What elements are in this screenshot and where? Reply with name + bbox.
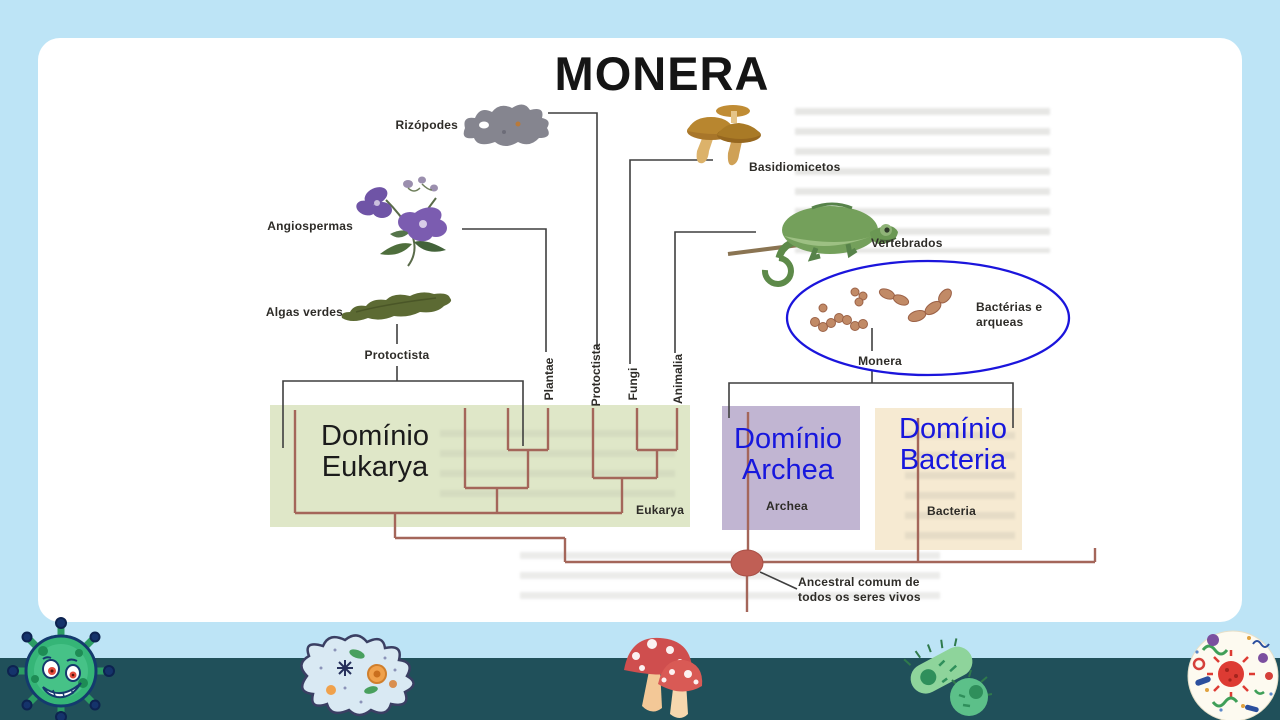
overlay-eukarya-line2: Eukarya: [321, 451, 429, 483]
overlay-bacteria-line2: Bacteria: [899, 444, 1007, 476]
chameleon-illustration: [727, 202, 898, 287]
virus-icon: [7, 617, 115, 720]
label-bacterias-line1: Bactérias e: [976, 300, 1043, 314]
label-protoctista-column: Protoctista: [589, 343, 603, 407]
overlay-archea-line2: Archea: [742, 454, 834, 486]
amoeba-icon: [300, 634, 415, 717]
green-alga-illustration: [341, 292, 452, 321]
basidiomycete-mushrooms-illustration: [687, 105, 761, 166]
overlay-eukarya-line1: Domínio: [321, 420, 429, 452]
label-ancestral: Ancestral comum de todos os seres vivos: [798, 575, 921, 605]
slide-title: MONERA: [554, 47, 770, 100]
scan-artifact: [440, 430, 675, 500]
label-vertebrados: Vertebrados: [871, 236, 943, 250]
overlay-dominio-bacteria: Domínio Bacteria: [853, 414, 1053, 476]
label-angiospermas: Angiospermas: [267, 219, 353, 233]
label-monera: Monera: [858, 354, 902, 368]
bacteria-cells-illustration: [810, 287, 952, 332]
mushrooms-icon: [624, 637, 703, 718]
label-animalia: Animalia: [671, 353, 685, 405]
overlay-dominio-eukarya: Domínio Eukarya: [275, 421, 475, 483]
angiosperm-flower-illustration: [356, 176, 447, 267]
label-ancestral-line2: todos os seres vivos: [798, 590, 921, 604]
slide-card: [38, 38, 1242, 622]
label-bacteria-tag: Bacteria: [927, 504, 976, 518]
microbes-circle-icon: [1187, 630, 1279, 720]
scan-artifact: [905, 432, 1015, 540]
scan-artifact: [520, 552, 940, 602]
label-bacterias-line2: arqueas: [976, 315, 1024, 329]
overlay-archea-line1: Domínio: [734, 423, 842, 455]
overlay-bacteria-line1: Domínio: [899, 413, 1007, 445]
label-bacterias-arqueas: Bactérias e arqueas: [976, 300, 1042, 330]
label-basidiomicetos: Basidiomicetos: [749, 160, 841, 174]
label-rizopodes: Rizópodes: [395, 118, 458, 132]
overlay-dominio-archea: Domínio Archea: [688, 424, 888, 486]
rhizopod-amoeba-illustration: [463, 104, 549, 146]
bacteria-icon: [903, 638, 992, 716]
bacteria-domain-box: [875, 408, 1022, 550]
label-eukarya-tag: Eukarya: [636, 503, 685, 517]
label-plantae: Plantae: [542, 357, 556, 401]
label-fungi: Fungi: [626, 367, 640, 401]
label-protoctista-group: Protoctista: [364, 348, 430, 362]
label-algas-verdes: Algas verdes: [265, 305, 343, 319]
label-ancestral-line1: Ancestral comum de: [798, 575, 920, 589]
label-archea-tag: Archea: [766, 499, 808, 513]
